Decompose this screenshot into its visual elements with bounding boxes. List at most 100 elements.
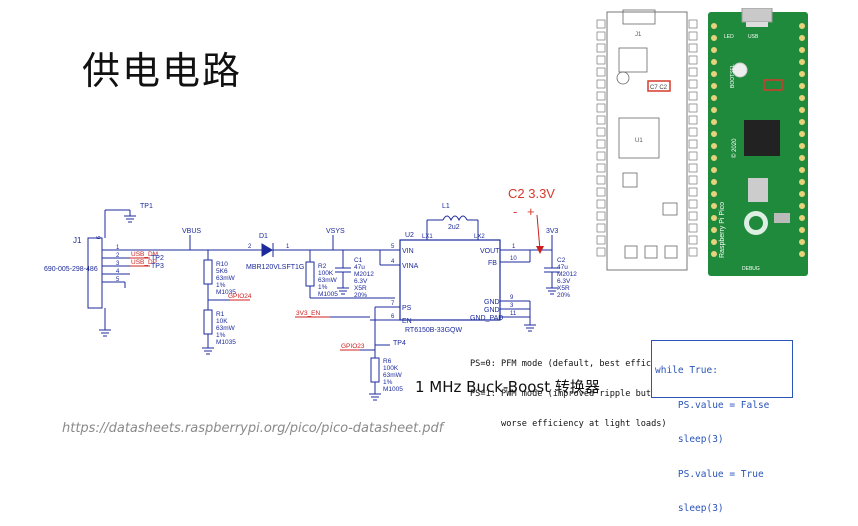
pin-fb: FB [488, 260, 497, 267]
pin-num-ps: 7 [391, 301, 395, 307]
c2-polarity-annotation: - + [513, 204, 538, 219]
j1-pin-4: 4 [116, 269, 120, 275]
d1-part: MBR120VLSFT1G [246, 264, 304, 271]
board-name-silk: Raspberry Pi Pico [719, 202, 726, 258]
c1-diel: X5R [354, 285, 367, 292]
code-box: while True: PS.value = False sleep(3) PS… [651, 340, 793, 514]
c2-highlight-box [647, 80, 671, 92]
vbus-label: VBUS [182, 228, 201, 235]
usb-silk: USB [748, 34, 759, 40]
pin-gnd-1: GND [484, 299, 500, 306]
tp1-label: TP1 [140, 203, 153, 210]
r6-val: 100K [383, 365, 399, 372]
ps-note-line: worse efficiency at light loads) [470, 419, 667, 429]
pin-num-g11: 11 [510, 311, 517, 317]
pin-gnd-pad: GND_PAD [470, 315, 503, 322]
r1-tol: 1% [216, 332, 226, 339]
pin-lx1: LX1 [422, 234, 433, 240]
led-silk: LED [724, 34, 734, 40]
r10-pwr: 63mW [216, 275, 236, 282]
pin-num-g3: 3 [510, 303, 514, 309]
r10-pkg: M1035 [216, 289, 236, 296]
r2-pkg: M1005 [318, 291, 338, 298]
c1-pkg: M2012 [354, 271, 374, 278]
d1-ref: D1 [259, 233, 268, 240]
c2-tol: 20% [557, 292, 570, 299]
u1-silk-label: U1 [635, 138, 643, 144]
c1-val: 47u [354, 264, 365, 271]
code-line: while True: [655, 365, 718, 376]
pin-lx2: LX2 [474, 234, 485, 240]
c2-val: 47u [557, 264, 568, 271]
pcb-silkscreen-drawing: C7 C2 J1 U1 [596, 9, 698, 271]
j1-pin-3: 3 [116, 261, 120, 267]
net-usb-dp: USB_DP [131, 259, 157, 266]
code-line: sleep(3) [655, 503, 724, 514]
pin-num-vina: 4 [391, 259, 395, 265]
pin-gnd-2: GND [484, 307, 500, 314]
c2-ref: C2 [557, 257, 566, 264]
code-line: PS.value = True [655, 468, 764, 480]
pico-board-photo: Raspberry Pi Pico © 2020 BOOTSEL DEBUG U… [708, 8, 808, 276]
page-title: 供电电路 [82, 49, 243, 93]
pin-num-g9: 9 [510, 295, 514, 301]
pin-num-vout: 1 [512, 244, 516, 250]
r1-ref: R1 [216, 311, 225, 318]
j1-pin-2: 2 [116, 253, 120, 259]
net-3v3-en: 3V3_EN [296, 310, 321, 317]
bootsel-silk: BOOTSEL [730, 64, 736, 88]
r6-pkg: M1005 [383, 386, 403, 393]
r2-ref: R2 [318, 263, 327, 270]
pin-num-fb: 10 [510, 256, 517, 262]
board-copyright-silk: © 2020 [731, 138, 738, 158]
pin-vina: VINA [402, 263, 419, 270]
r6-pwr: 63mW [383, 372, 403, 379]
c2-pkg: M2012 [557, 271, 577, 278]
c1-volt: 6.3V [354, 278, 368, 285]
r10-val: 5K6 [216, 268, 228, 275]
tp4-label: TP4 [393, 340, 406, 347]
net-gpio24: GPIO24 [228, 293, 252, 300]
code-line: sleep(3) [655, 434, 724, 445]
pin-en: EN [402, 318, 412, 325]
r2-val: 100K [318, 270, 334, 277]
debug-silk: DEBUG [742, 266, 760, 272]
u2-part: RT6150B-33GQW [405, 327, 462, 334]
j1-ref: J1 [73, 236, 82, 245]
net-gpio23: GPIO23 [341, 343, 365, 350]
pin-ps: PS [402, 305, 412, 312]
net-usb-dm: USB_DM [131, 251, 158, 258]
c1-tol: 20% [354, 292, 367, 299]
subtitle: 1 MHz Buck-Boost 转换器 [415, 378, 600, 396]
u2-ref: U2 [405, 232, 414, 239]
r1-pkg: M1035 [216, 339, 236, 346]
tp2-label: TP2 [151, 255, 164, 262]
r6-ref: R6 [383, 358, 392, 365]
j1-pin-5: 5 [116, 277, 120, 283]
code-line: PS.value = False [655, 399, 770, 411]
c2-volt: 6.3V [557, 278, 571, 285]
vsys-label: VSYS [326, 228, 345, 235]
j1-part: 690-005-298-486 [44, 266, 98, 273]
r6-tol: 1% [383, 379, 393, 386]
source-link[interactable]: https://datasheets.raspberrypi.org/pico/… [62, 421, 444, 436]
pin-num-vin: 5 [391, 244, 395, 250]
l1-value: 2u2 [448, 224, 460, 231]
j1-shell-pins: 9 [94, 236, 100, 240]
c2-voltage-annotation: C2 3.3V [508, 186, 555, 201]
pin-num-en: 6 [391, 314, 395, 320]
3v3-label: 3V3 [546, 228, 559, 235]
d1-pin-1: 1 [286, 244, 290, 250]
r2-tol: 1% [318, 284, 328, 291]
r10-tol: 1% [216, 282, 226, 289]
c1-ref: C1 [354, 257, 363, 264]
l1-ref: L1 [442, 203, 450, 210]
r1-pwr: 63mW [216, 325, 236, 332]
tp3-label: TP3 [151, 263, 164, 270]
j1-silk-label: J1 [635, 32, 642, 38]
c2-diel: X5R [557, 285, 570, 292]
r2-pwr: 63mW [318, 277, 338, 284]
d1-pin-2: 2 [248, 244, 252, 250]
j1-pin-1: 1 [116, 245, 120, 251]
r10-ref: R10 [216, 261, 228, 268]
